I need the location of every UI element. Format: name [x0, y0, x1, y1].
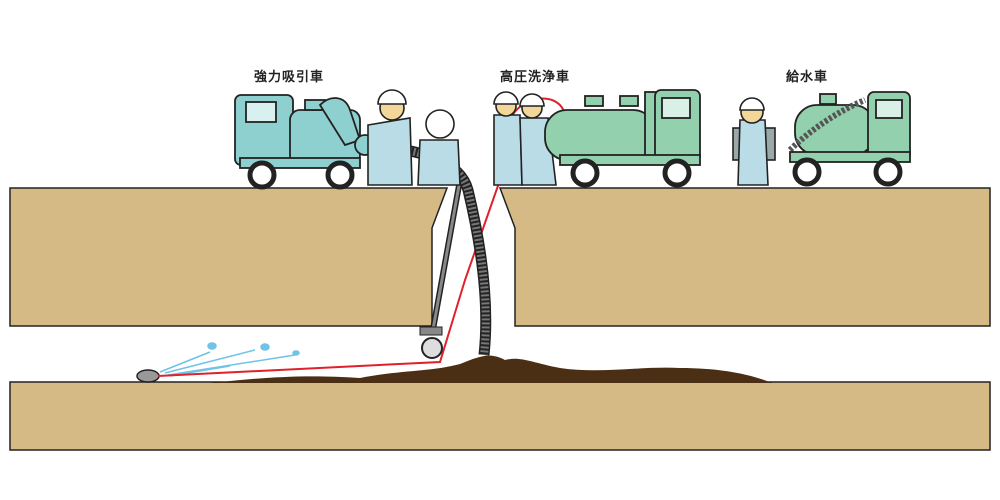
high-pressure-truck-label: 高圧洗浄車 [500, 70, 571, 85]
ground-right-upper [498, 187, 991, 327]
water-truck [787, 91, 911, 187]
suction-truck [234, 94, 376, 190]
ground-left-upper [9, 187, 449, 327]
guide-roller [419, 179, 463, 359]
washing-nozzle [136, 369, 160, 383]
worker [367, 89, 413, 186]
water-truck-label: 給水車 [786, 70, 829, 85]
ground-lower [9, 381, 991, 451]
worker [493, 91, 523, 186]
sludge-deposit [210, 355, 772, 383]
worker [417, 109, 461, 186]
high-pressure-truck [544, 89, 701, 188]
suction-truck-label: 強力吸引車 [254, 70, 325, 85]
water-spray [159, 342, 300, 377]
worker [732, 97, 776, 186]
